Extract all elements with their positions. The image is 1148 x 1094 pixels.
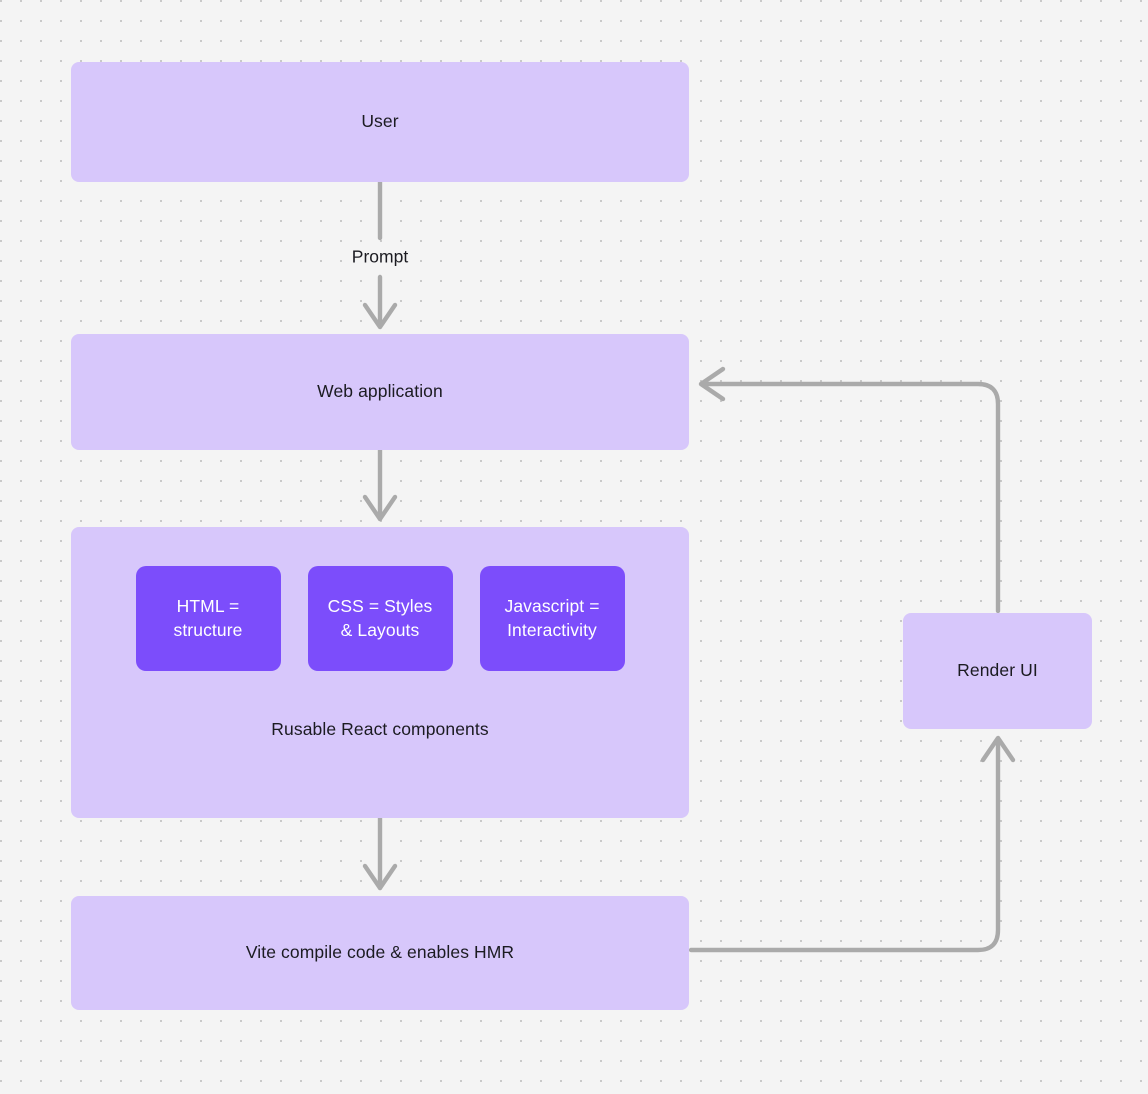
node-render-ui-label: Render UI [957, 660, 1038, 681]
component-chip-javascript[interactable]: Javascript = Interactivity [479, 566, 625, 671]
edge-render-to-web [703, 381, 1001, 614]
component-chip-html-line2: structure [173, 619, 243, 640]
component-chip-html-label: HTML = structure [174, 595, 243, 643]
component-chip-javascript-line1: Javascript = [504, 595, 600, 616]
node-user-label: User [361, 111, 399, 132]
edge-vite-to-render [688, 739, 1001, 953]
component-chip-css[interactable]: CSS = Styles & Layouts [307, 566, 453, 671]
component-chip-javascript-line2: Interactivity [507, 619, 597, 640]
arrowhead-vite-to-render [980, 735, 1016, 763]
component-chip-row: HTML = structure CSS = Styles & Layouts … [71, 566, 689, 671]
component-chip-html-line1: HTML = [176, 595, 240, 616]
component-chip-css-label: CSS = Styles & Layouts [328, 595, 433, 643]
node-components-group[interactable]: HTML = structure CSS = Styles & Layouts … [71, 527, 689, 818]
node-render-ui[interactable]: Render UI [903, 613, 1092, 729]
node-vite[interactable]: Vite compile code & enables HMR [71, 896, 689, 1010]
component-chip-css-line2: & Layouts [340, 619, 420, 640]
component-chip-html[interactable]: HTML = structure [135, 566, 281, 671]
arrowhead-render-to-web [698, 366, 726, 402]
node-web-application[interactable]: Web application [71, 334, 689, 450]
arrowhead-web-to-components [362, 494, 398, 522]
arrowhead-components-to-vite [362, 863, 398, 891]
node-vite-label: Vite compile code & enables HMR [245, 942, 515, 963]
node-user[interactable]: User [71, 62, 689, 182]
edge-label-prompt-text: Prompt [351, 246, 409, 267]
node-web-application-label: Web application [317, 381, 443, 402]
components-group-caption: Rusable React components [271, 719, 489, 739]
edge-label-prompt: Prompt [344, 244, 416, 270]
component-chip-javascript-label: Javascript = Interactivity [504, 595, 599, 643]
arrowhead-user-to-web [362, 302, 398, 330]
component-chip-css-line1: CSS = Styles [327, 595, 433, 616]
